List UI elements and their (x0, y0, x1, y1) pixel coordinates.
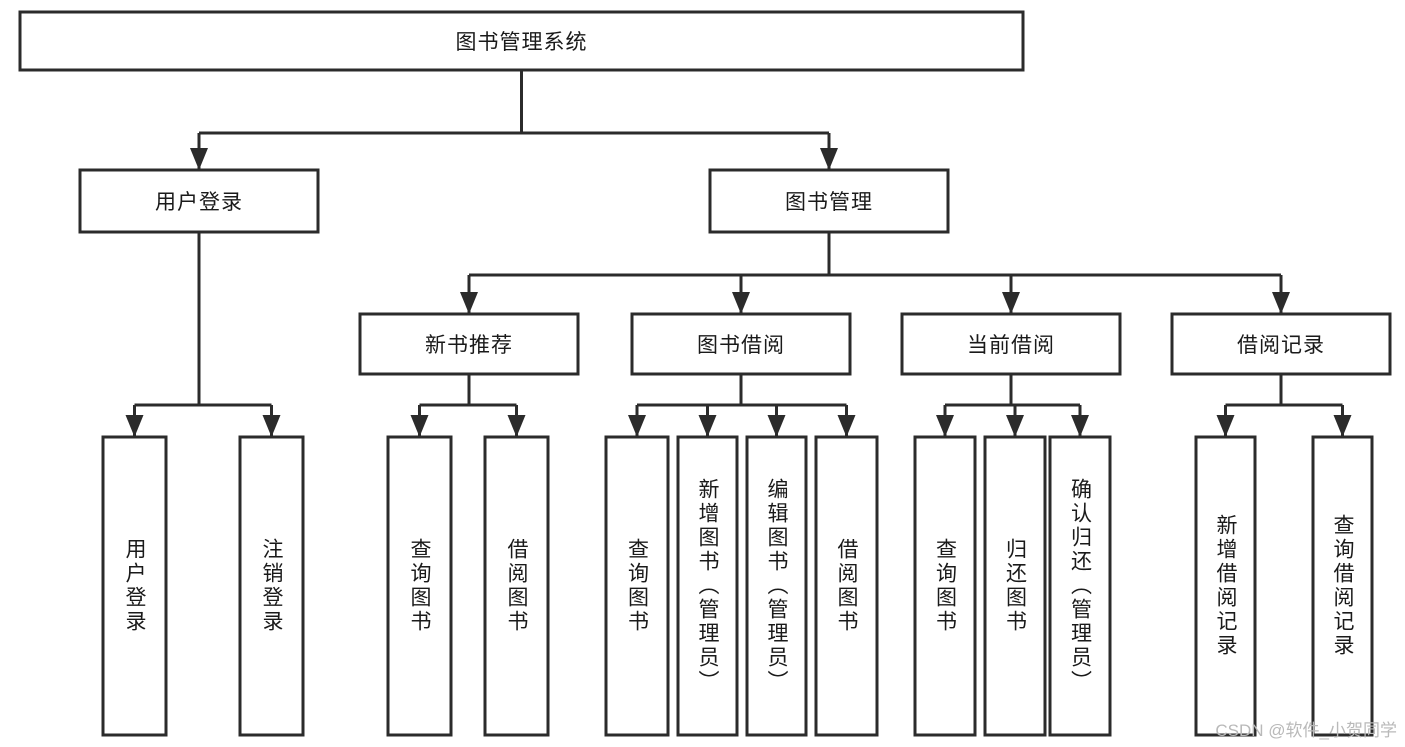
arrow-head-icon (262, 415, 281, 437)
level4-box-6[interactable] (745, 435, 808, 737)
level2-box-1[interactable] (708, 168, 950, 234)
level3-box-2[interactable] (900, 312, 1122, 376)
level4-box-3[interactable] (483, 435, 550, 737)
level4-box-11[interactable] (1194, 435, 1257, 737)
arrow-head-icon (628, 415, 646, 437)
arrow-head-icon (1006, 415, 1024, 437)
arrow-head-icon (732, 292, 750, 314)
arrow-head-icon (837, 415, 856, 437)
level4-box-10[interactable] (1048, 435, 1112, 737)
arrow-head-icon (1272, 292, 1290, 314)
level4-box-8[interactable] (913, 435, 977, 737)
level3-box-3[interactable] (1170, 312, 1392, 376)
level4-box-0[interactable] (101, 435, 168, 737)
arrow-head-icon (1002, 292, 1020, 314)
arrow-head-icon (1333, 415, 1352, 437)
level3-box-0[interactable] (358, 312, 580, 376)
level4-box-1[interactable] (238, 435, 305, 737)
arrow-head-icon (507, 415, 526, 437)
root-box-0[interactable] (18, 10, 1025, 72)
arrow-head-icon (190, 148, 208, 170)
level2-box-0[interactable] (78, 168, 320, 234)
arrow-head-icon (698, 415, 717, 437)
watermark-text: CSDN @软件_小贺同学 (1215, 721, 1397, 740)
connector-layer (125, 70, 1352, 437)
node-box-layer (18, 10, 1392, 737)
level4-box-5[interactable] (676, 435, 739, 737)
level4-box-2[interactable] (386, 435, 453, 737)
arrow-head-icon (1216, 415, 1235, 437)
level4-box-7[interactable] (814, 435, 879, 737)
level4-box-4[interactable] (604, 435, 670, 737)
arrow-head-icon (767, 415, 786, 437)
arrow-head-icon (1071, 415, 1089, 437)
arrow-head-icon (820, 148, 838, 170)
arrow-head-icon (410, 415, 429, 437)
level3-box-1[interactable] (630, 312, 852, 376)
level4-box-9[interactable] (983, 435, 1047, 737)
level4-box-12[interactable] (1311, 435, 1374, 737)
arrow-head-icon (460, 292, 478, 314)
arrow-head-icon (936, 415, 954, 437)
arrow-head-icon (125, 415, 144, 437)
